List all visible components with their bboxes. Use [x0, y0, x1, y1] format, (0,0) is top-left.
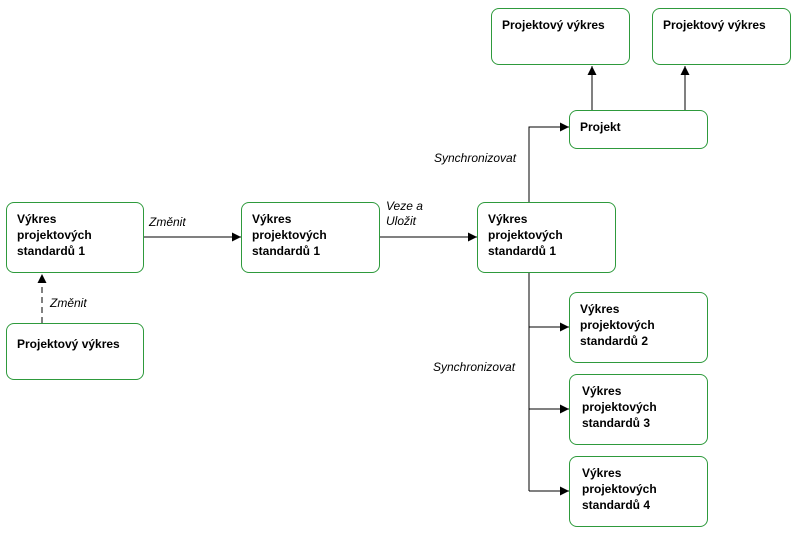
node-std1-source: Výkres projektových standardů 1: [6, 202, 144, 273]
node-std1-changed: Výkres projektových standardů 1: [241, 202, 380, 273]
label-sync-down: Synchronizovat: [433, 360, 516, 374]
node-std4: Výkres projektových standardů 4: [569, 456, 708, 527]
node-project-drawing-b: Projektový výkres: [652, 8, 791, 65]
edge-sync-up: [528, 122, 569, 202]
node-std2: Výkres projektových standardů 2: [569, 292, 708, 363]
label-change-up: Změnit: [50, 296, 87, 310]
node-std3: Výkres projektových standardů 3: [569, 374, 708, 445]
label-transfer-save: Veze a Uložit: [386, 199, 423, 228]
label-sync-up: Synchronizovat: [434, 151, 517, 165]
node-project: Projekt: [569, 110, 708, 149]
node-std1-saved: Výkres projektových standardů 1: [477, 202, 616, 273]
node-project-drawing-a: Projektový výkres: [491, 8, 630, 65]
label-change-right: Změnit: [149, 215, 186, 229]
node-project-drawing-source: Projektový výkres: [6, 323, 144, 380]
